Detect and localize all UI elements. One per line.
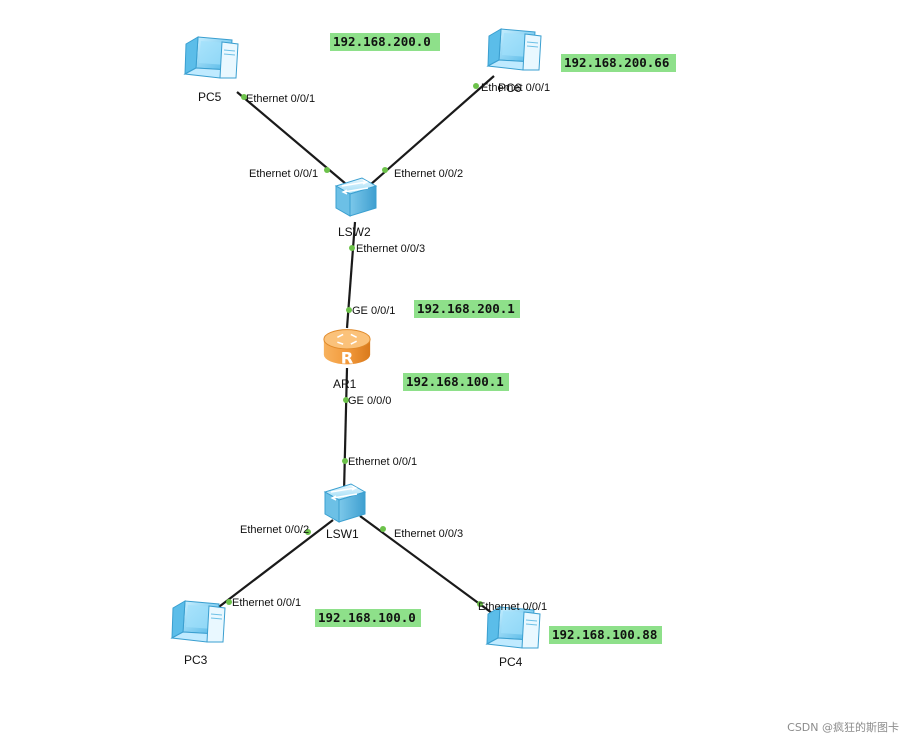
device-label: PC5 xyxy=(198,90,222,104)
port-dot xyxy=(342,458,348,464)
port-label: Ethernet 0/0/1 xyxy=(481,82,550,94)
router-icon xyxy=(323,328,371,369)
device-ar1[interactable]: AR1 xyxy=(323,328,371,391)
port-labels: Ethernet 0/0/1 Ethernet 0/0/1 Ethernet 0… xyxy=(232,93,547,613)
port-dot xyxy=(305,529,311,535)
port-dot xyxy=(226,599,232,605)
device-label-pc6: PC6 xyxy=(498,81,522,95)
ip-label-pc4: 192.168.100.88 xyxy=(549,626,662,644)
port-dot xyxy=(473,83,479,89)
link-pc6-lsw2[interactable] xyxy=(369,75,495,186)
link-ar1-lsw1[interactable] xyxy=(342,367,349,493)
port-label: Ethernet 0/0/2 xyxy=(394,168,463,180)
port-dot xyxy=(382,167,388,173)
port-label: Ethernet 0/0/1 xyxy=(232,597,301,609)
device-pc6[interactable] xyxy=(487,28,542,71)
port-dot xyxy=(477,601,483,607)
port-dot xyxy=(380,526,386,532)
device-label: LSW1 xyxy=(326,527,359,541)
pc-icon xyxy=(487,28,542,71)
ip-label-net100: 192.168.100.0 xyxy=(315,609,421,627)
port-label: Ethernet 0/0/3 xyxy=(356,243,425,255)
ip-text: 192.168.200.0 xyxy=(333,34,431,49)
device-label: PC3 xyxy=(184,653,208,667)
port-dot xyxy=(343,397,349,403)
switch-icon xyxy=(335,177,377,217)
ip-label-pc6: 192.168.200.66 xyxy=(561,54,676,72)
port-label: Ethernet 0/0/1 xyxy=(246,93,315,105)
device-pc3[interactable]: PC3 xyxy=(171,600,226,667)
ip-text: 192.168.200.1 xyxy=(417,301,515,316)
port-label: GE 0/0/1 xyxy=(352,305,395,317)
pc-icon xyxy=(486,606,541,649)
device-label: AR1 xyxy=(333,377,357,391)
device-label: PC4 xyxy=(499,655,523,669)
ip-label-ar1-ge1: 192.168.200.1 xyxy=(414,300,520,318)
ip-highlight xyxy=(561,54,676,72)
ip-highlight xyxy=(403,373,509,391)
ip-highlight xyxy=(330,33,440,51)
switch-icon xyxy=(324,483,366,523)
device-lsw2[interactable]: LSW2 xyxy=(335,177,377,239)
pc-icon xyxy=(171,600,226,643)
link-lsw1-pc4[interactable] xyxy=(359,515,497,617)
port-dot xyxy=(241,94,247,100)
watermark: CSDN @疯狂的斯图卡 xyxy=(787,721,899,734)
pc-icon xyxy=(184,36,239,79)
port-dots xyxy=(226,83,483,607)
ip-highlight xyxy=(315,609,421,627)
ip-highlight xyxy=(414,300,520,318)
ip-text: 192.168.100.0 xyxy=(318,610,416,625)
port-dot xyxy=(324,167,330,173)
device-label: LSW2 xyxy=(338,225,371,239)
port-dot xyxy=(349,245,355,251)
port-dot xyxy=(346,307,352,313)
ip-text: 192.168.100.1 xyxy=(406,374,504,389)
port-label: GE 0/0/0 xyxy=(348,395,391,407)
ip-text: 192.168.100.88 xyxy=(552,627,657,642)
ip-highlight xyxy=(549,626,662,644)
ip-label-ar1-ge0: 192.168.100.1 xyxy=(403,373,509,391)
ip-label-net200: 192.168.200.0 xyxy=(330,33,440,51)
port-label: Ethernet 0/0/2 xyxy=(240,524,309,536)
device-lsw1[interactable]: LSW1 xyxy=(324,483,366,541)
ip-text: 192.168.200.66 xyxy=(564,55,669,70)
port-label: Ethernet 0/0/3 xyxy=(394,528,463,540)
port-label: Ethernet 0/0/1 xyxy=(249,168,318,180)
device-pc4[interactable]: PC4 xyxy=(486,606,541,669)
port-label: Ethernet 0/0/1 xyxy=(478,601,547,613)
port-label: Ethernet 0/0/1 xyxy=(348,456,417,468)
device-pc5[interactable]: PC5 xyxy=(184,36,239,104)
